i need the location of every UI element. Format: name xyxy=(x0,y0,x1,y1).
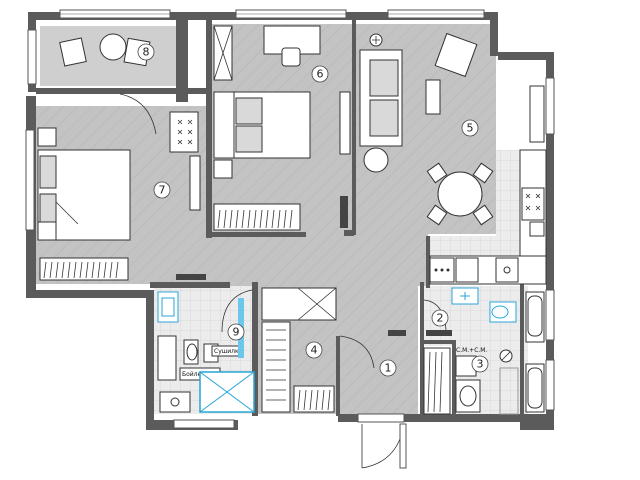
entrance-door xyxy=(357,413,407,469)
door-swing-room-7 xyxy=(119,93,157,135)
room-1-number-badge xyxy=(379,359,397,377)
dresser-room-7 xyxy=(169,111,199,153)
shelf-room-6 xyxy=(339,91,351,155)
radiator-room-7 xyxy=(39,257,129,281)
pipe-hall xyxy=(388,330,406,336)
window-room-9 xyxy=(173,419,235,429)
door-swing-room-2 xyxy=(423,299,447,331)
shelf-room-7 xyxy=(189,155,201,211)
room-9-number: 9 xyxy=(233,326,240,339)
window-balcony-left xyxy=(27,29,37,85)
room-6-furniture: 6 xyxy=(213,25,351,231)
dryer-label: Сушилка xyxy=(214,348,243,355)
oven xyxy=(429,257,455,283)
room-8-label-group: 8 xyxy=(137,43,155,61)
room-6-number: 6 xyxy=(317,68,324,81)
tile-column-room-3 xyxy=(499,367,519,415)
dining-chair-4 xyxy=(472,204,494,226)
pipe-room-2 xyxy=(426,330,452,336)
room-9-furniture: Бойлер Сушилка 9 xyxy=(157,289,255,413)
pouf-room-5 xyxy=(363,147,389,173)
door-swing-room-9 xyxy=(221,289,253,333)
kitchen-sink xyxy=(495,257,519,283)
room-6-number-badge xyxy=(311,65,329,83)
room-2-number-badge xyxy=(431,309,449,327)
room-9-number-badge xyxy=(227,323,245,341)
fridge xyxy=(529,221,545,237)
closet-room-4-left xyxy=(261,321,291,413)
window-bath xyxy=(545,289,555,341)
dining-chair-2 xyxy=(472,162,494,184)
room-2-number: 2 xyxy=(437,312,444,325)
desk-chair-room-6 xyxy=(281,47,301,67)
room-8-number-badge xyxy=(137,43,155,61)
dining-chair-1 xyxy=(426,162,448,184)
washbasin-room-9 xyxy=(159,391,191,413)
room-7-number-badge xyxy=(153,181,171,199)
boiler-label: Бойлер xyxy=(182,371,205,378)
kitchen-furniture xyxy=(429,149,547,285)
room-3-number-badge xyxy=(471,355,489,373)
window-kitchen xyxy=(545,77,555,135)
dining-chair-3 xyxy=(426,204,448,226)
pipe-room-9 xyxy=(176,274,206,280)
sink-room-9 xyxy=(157,291,179,323)
nightstand-room-6 xyxy=(213,159,233,179)
room-2-furniture: 2 xyxy=(423,287,545,343)
room-5-number: 5 xyxy=(467,122,474,135)
balcony-table xyxy=(99,33,127,61)
shoe-rack-room-4 xyxy=(293,385,335,413)
interior-walls xyxy=(36,20,524,416)
dining-table xyxy=(437,171,483,217)
washer-dryer-label: С.М.+С.М. xyxy=(456,347,487,354)
cooktop xyxy=(521,187,545,221)
nightstand-room-7-bottom xyxy=(37,221,57,241)
tv-stand-room-5 xyxy=(529,85,545,143)
room-8-number: 8 xyxy=(143,46,150,59)
room-5-number-badge xyxy=(461,119,479,137)
room-7-furniture: 7 xyxy=(37,93,201,281)
hall-floor xyxy=(212,234,428,286)
pipe-room-6 xyxy=(340,196,348,228)
window-wc xyxy=(545,359,555,411)
nightstand-room-7-top xyxy=(37,127,57,147)
room-5-furniture: 5 xyxy=(359,32,545,226)
vanity-room-9 xyxy=(157,335,177,381)
room-3-furniture: С.М.+С.М. 3 xyxy=(455,347,545,415)
room-7-number: 7 xyxy=(159,184,166,197)
room-1-number: 1 xyxy=(385,362,392,375)
balcony-chair-left xyxy=(59,37,87,67)
hall-furniture: 4 1 xyxy=(176,274,451,415)
dishwasher xyxy=(455,257,479,283)
window-room-7 xyxy=(25,129,35,231)
radiator-room-6 xyxy=(213,203,301,231)
toilet-room-9 xyxy=(183,339,199,365)
coffee-table-room-5 xyxy=(425,79,441,115)
windows xyxy=(25,9,555,429)
room-1-floor xyxy=(338,286,418,414)
room-4-number-badge xyxy=(305,341,323,359)
armchair-room-5 xyxy=(434,32,478,78)
toilet-room-2 xyxy=(489,301,517,323)
room-4-number: 4 xyxy=(311,344,318,357)
door-swing-room-4 xyxy=(339,335,375,369)
cooktop-burners xyxy=(525,193,541,211)
wardrobe-room-4 xyxy=(261,287,337,321)
room-3-number: 3 xyxy=(477,358,484,371)
